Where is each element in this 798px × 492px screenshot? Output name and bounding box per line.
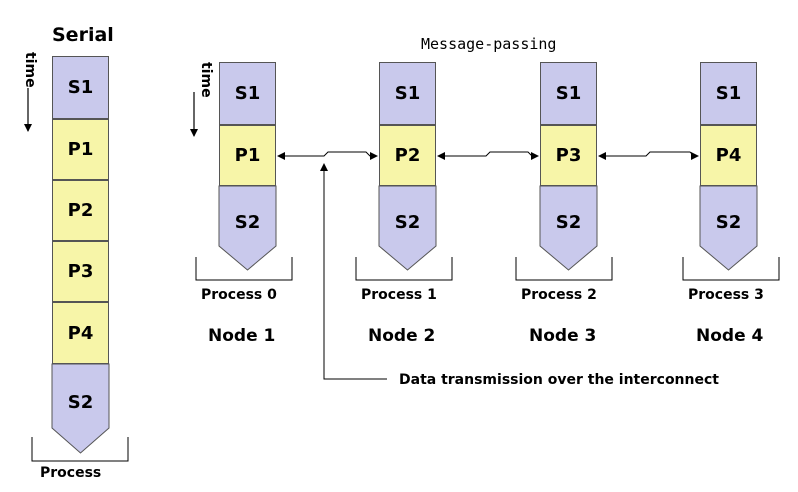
node3-block-s2-label: S2 [555, 212, 582, 233]
serial-block-p3: P3 [52, 241, 109, 302]
node1-block-p: P1 [219, 125, 276, 186]
node1-bracket [195, 257, 293, 281]
annotation-pointer [320, 163, 387, 380]
node1-block-s2-shape [218, 185, 277, 271]
serial-bracket [31, 437, 129, 462]
node1-block-s1: S1 [219, 62, 276, 125]
node3-process-label: Process 2 [521, 287, 597, 303]
node1-block-s2-label: S2 [234, 212, 261, 233]
node3-bracket [515, 257, 613, 281]
node4-block-s1: S1 [700, 62, 757, 125]
node3-block-p: P3 [540, 125, 597, 186]
serial-block-p2: P2 [52, 180, 109, 241]
node2-block-s2-shape [378, 185, 437, 271]
serial-block-s2-shape [51, 363, 110, 454]
node3-label: Node 3 [529, 326, 597, 346]
node1-process-label: Process 0 [201, 287, 277, 303]
node2-block-s2-label: S2 [394, 212, 421, 233]
comm-arrow-2-3 [437, 151, 539, 160]
serial-block-s1: S1 [52, 56, 109, 119]
node4-block-s2-shape [699, 185, 758, 271]
serial-title: Serial [52, 24, 114, 46]
node4-block-s2-label: S2 [715, 212, 742, 233]
serial-block-p1: P1 [52, 119, 109, 180]
serial-block-p4: P4 [52, 302, 109, 364]
comm-arrow-3-4 [598, 151, 699, 160]
node2-block-p: P2 [379, 125, 436, 186]
node4-process-label: Process 3 [688, 287, 764, 303]
node4-bracket [682, 257, 780, 281]
node3-block-s1: S1 [540, 62, 597, 125]
serial-block-s2-label: S2 [67, 392, 94, 413]
interconnect-annotation: Data transmission over the interconnect [399, 372, 719, 388]
node3-block-s2-shape [539, 185, 598, 271]
node2-label: Node 2 [368, 326, 436, 346]
node2-process-label: Process 1 [361, 287, 437, 303]
message-passing-title: Message-passing [421, 35, 557, 53]
node2-block-s1: S1 [379, 62, 436, 125]
node1-label: Node 1 [208, 326, 276, 346]
node2-bracket [355, 257, 453, 281]
node4-label: Node 4 [696, 326, 764, 346]
serial-process-label: Process [40, 465, 102, 481]
comm-arrow-1-2 [277, 151, 378, 160]
